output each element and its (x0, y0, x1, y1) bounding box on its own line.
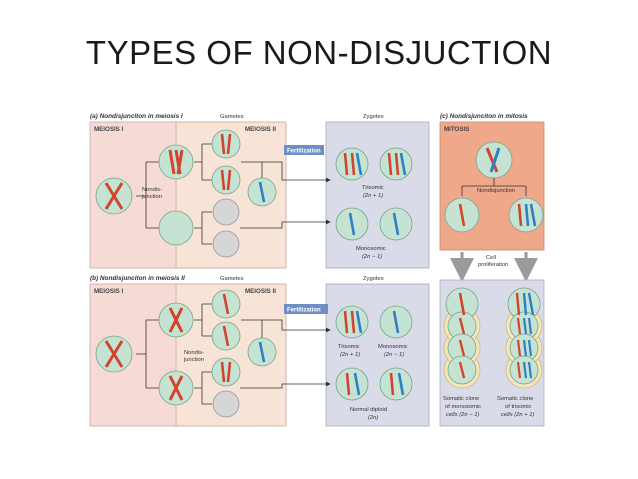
fertilization-label-a: Fertilization (287, 149, 321, 155)
tri-clone-label-3: cells (2n + 1) (501, 412, 534, 418)
meiosis1-daughter-top-b (158, 302, 194, 338)
meiosis1-daughter-bottom-a (158, 210, 194, 246)
proliferation-label-2: proliferation (478, 262, 508, 268)
trisomic-clone (505, 287, 543, 389)
zygote-monosomic-b (379, 305, 413, 339)
gamete-a2 (211, 165, 241, 195)
meiosis2-label-b: MEIOSIS II (245, 288, 276, 295)
trisomic-label-a: Trisomic (362, 185, 384, 191)
nondisjunction-label-b2: junction (183, 357, 204, 363)
mitosis-label: MITOSIS (444, 126, 469, 133)
section-a-zygotes-label: Zygotes (363, 114, 384, 120)
mono-clone-label-3: cells (2n − 1) (446, 412, 479, 418)
section-a-title: (a) Nondisjunciton in meiosis I (90, 113, 183, 120)
meiosis1-daughter-bottom-b (158, 370, 194, 406)
section-a: (a) Nondisjunciton in meiosis I Gametes … (89, 113, 430, 269)
normal-label-b: Normal diploid (350, 407, 387, 413)
parent-cell-b (95, 335, 133, 373)
tri-clone-label-2: of trisomic (505, 404, 532, 410)
fertilization-box-a (284, 145, 324, 155)
mitosis-daughter-monosomic (444, 197, 480, 233)
section-c: (c) Nondisjunciton in mitosis MITOSIS No… (439, 113, 545, 427)
zygote-monosomic-a2 (379, 207, 413, 241)
section-c-title: (c) Nondisjunciton in mitosis (440, 113, 528, 120)
monosomic-label-b: Monosomic (378, 344, 408, 350)
gamete-a3-empty (212, 198, 240, 226)
zygote-normal-b1 (335, 367, 369, 401)
zygote-monosomic-a1 (335, 207, 369, 241)
gamete-b1 (211, 289, 241, 319)
meiosis1-label-b: MEIOSIS I (94, 288, 124, 295)
section-b: (b) Nondisjunciton in meiosis II Gametes… (89, 275, 430, 427)
trisomic-formula-a: (2n + 1) (363, 193, 383, 199)
meiosis2-label-a: MEIOSIS II (245, 126, 276, 133)
meiosis1-daughter-top-a (158, 144, 194, 180)
mono-clone-label-1: Somatic clone (443, 396, 479, 402)
sperm-gamete-a (247, 177, 277, 207)
proliferation-label-1: Cell (486, 255, 496, 261)
section-b-title: (b) Nondisjunciton in meiosis II (90, 275, 185, 282)
fertilization-box-b (284, 304, 328, 314)
gamete-b2 (211, 321, 241, 351)
zygote-panel-a (325, 121, 430, 269)
gamete-a1 (211, 129, 241, 159)
trisomic-label-b: Trisomic (338, 344, 360, 350)
zygote-trisomic-a2 (379, 147, 413, 181)
gamete-a4-empty (212, 230, 240, 258)
nondisjunction-label-b1: Nondis- (184, 350, 204, 356)
monosomic-label-a: Monosomic (356, 246, 386, 252)
zygote-panel-b (325, 283, 430, 427)
monosomic-clone (443, 287, 481, 389)
parent-cell-a (95, 177, 133, 215)
fertilization-label-b: Fertilization (287, 308, 321, 314)
mono-clone-label-2: of monosomic (445, 404, 481, 410)
nondisjunction-label-a2: junction (141, 194, 162, 200)
section-a-gametes-label: Gametes (220, 114, 244, 120)
zygote-trisomic-a1 (335, 147, 369, 181)
sperm-gamete-b (247, 337, 277, 367)
nondisjunction-label-a1: Nondis- (142, 187, 162, 193)
gamete-b3 (211, 357, 241, 387)
trisomic-formula-b: (2n + 1) (340, 352, 360, 358)
zygote-normal-b2 (379, 367, 413, 401)
meiosis1-label-a: MEIOSIS I (94, 126, 124, 133)
mitosis-daughter-trisomic (508, 197, 544, 233)
normal-formula-b: (2n) (368, 415, 378, 421)
slide-title: TYPES OF NON-DISJUCTION (85, 34, 553, 71)
monosomic-formula-a: (2n − 1) (362, 254, 382, 260)
mitosis-parent-cell (475, 141, 513, 179)
gamete-b4-empty (212, 390, 240, 418)
section-b-gametes-label: Gametes (220, 276, 244, 282)
zygote-trisomic-b (335, 305, 369, 339)
tri-clone-label-1: Somatic clone (497, 396, 533, 402)
monosomic-formula-b: (2n − 1) (384, 352, 404, 358)
mitosis-nondisjunction-label: Nondisjunction (477, 188, 515, 194)
section-b-zygotes-label: Zygotes (363, 276, 384, 282)
